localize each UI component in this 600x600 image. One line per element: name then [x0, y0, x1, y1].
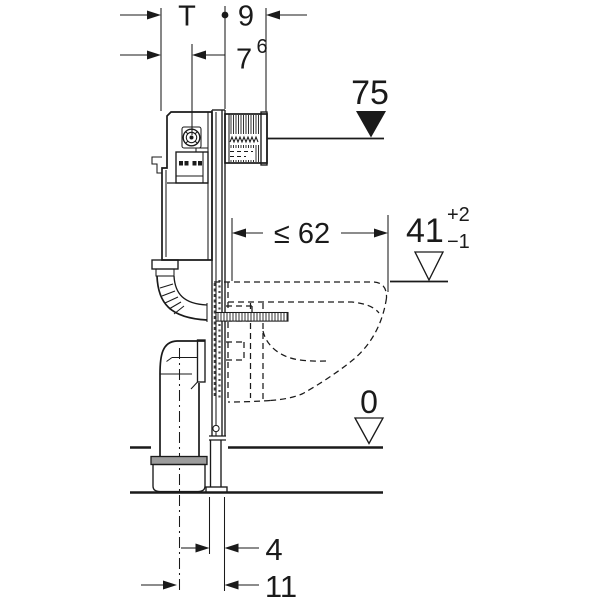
- dim-label-7: 7: [236, 44, 252, 76]
- level-triangle-filled: [356, 111, 386, 138]
- arrowhead: [224, 580, 239, 590]
- bottom-dimensions: [141, 497, 259, 591]
- arrowhead: [232, 228, 246, 238]
- protection-box: [224, 111, 268, 166]
- level-mark-0: [353, 417, 385, 445]
- level-mark-41: [390, 251, 448, 283]
- threaded-rod: [215, 311, 289, 322]
- level-label-41-tol-plus: +2: [447, 204, 470, 226]
- level-label-41-tol-minus: −1: [447, 231, 470, 253]
- outlet-step: [155, 268, 175, 277]
- dimension-row-7: [120, 50, 225, 60]
- dim-label-le62: ≤ 62: [274, 218, 330, 250]
- level-label-75: 75: [351, 74, 389, 112]
- side-bracket: [151, 156, 162, 174]
- level-triangle-open: [353, 417, 385, 445]
- spring-symbol: [229, 135, 259, 144]
- dim-label-T: T: [178, 1, 196, 33]
- top-extension-lines: [160, 6, 267, 135]
- fill-valve: [181, 126, 202, 149]
- floor-lines: [130, 446, 383, 494]
- dimension-row-T-9: [120, 10, 307, 20]
- arrowhead: [147, 50, 161, 60]
- arrowhead: [195, 543, 210, 553]
- dim-label-11: 11: [265, 569, 297, 600]
- concealed-cistern: [151, 111, 213, 277]
- arrowhead: [147, 10, 161, 20]
- level-label-0: 0: [360, 384, 378, 420]
- socket-gasket: [150, 455, 208, 466]
- flush-valve-unit: [175, 147, 209, 184]
- frame-rail: [205, 109, 228, 493]
- arrowhead: [163, 580, 177, 590]
- level-label-41: 41: [406, 212, 444, 250]
- dimension-labels: T 9 7 6 75 ≤ 62 41 +2 −1 0 4 11: [178, 1, 470, 600]
- flush-bend: [156, 275, 208, 322]
- dim-label-7-sup: 6: [257, 36, 268, 58]
- drain-elbow: [150, 339, 208, 592]
- outlet-collar: [196, 339, 206, 383]
- adjustment-hole: [212, 424, 220, 433]
- drawing-lines: [120, 6, 448, 592]
- level-mark-75: [267, 111, 386, 140]
- level-triangle-open: [413, 251, 445, 282]
- outlet-step: [151, 259, 179, 270]
- dim-label-9: 9: [238, 1, 254, 33]
- dimension-le62: [231, 215, 389, 292]
- arrowhead: [266, 10, 280, 20]
- arrowhead: [192, 50, 206, 60]
- arrowhead: [374, 228, 388, 238]
- arrowhead: [224, 543, 239, 553]
- dimension-dot: [221, 11, 229, 19]
- dim-label-4: 4: [265, 532, 282, 567]
